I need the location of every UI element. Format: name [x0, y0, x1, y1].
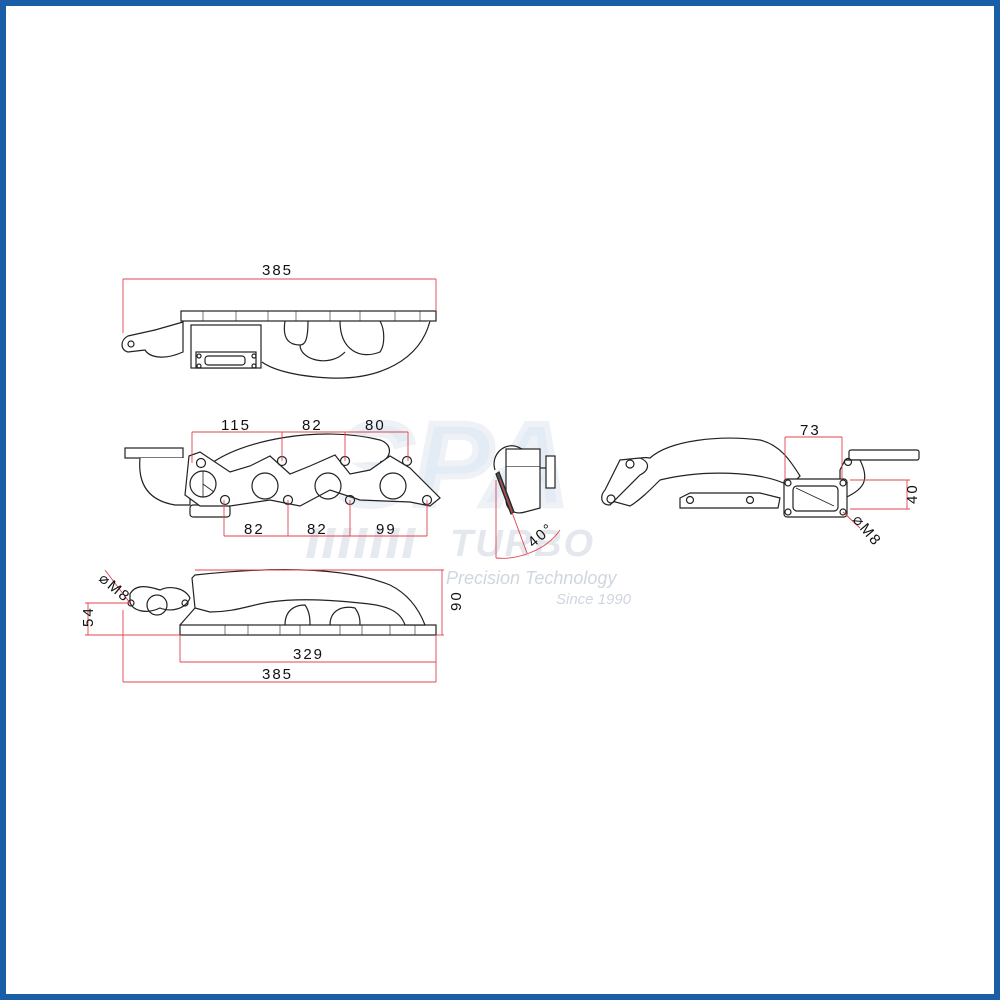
front-view-dimensions: 115 82 80 82 82 99 — [191, 417, 428, 538]
side-flange-length-label: 329 — [293, 646, 324, 663]
front-view — [124, 433, 441, 518]
watermark-turbo: TURBO — [450, 523, 595, 565]
top-view — [121, 310, 437, 379]
front-dim-bottom-2: 82 — [307, 521, 328, 538]
side-total-height-label: 90 — [448, 590, 465, 611]
watermark-stripes — [306, 528, 416, 558]
turbo-flange-view — [601, 437, 920, 518]
flange-bolt-label: ⌀M8 — [849, 512, 885, 550]
top-view-dimension-385: 385 — [122, 262, 437, 333]
front-dim-top-3: 80 — [365, 417, 386, 434]
watermark-tagline: Precision Technology — [446, 568, 617, 588]
front-dim-top-1: 115 — [221, 417, 251, 434]
top-view-length-label: 385 — [262, 262, 293, 279]
front-dim-top-2: 82 — [302, 417, 323, 434]
front-dim-bottom-3: 99 — [376, 521, 397, 538]
flange-width-label: 73 — [800, 422, 821, 439]
side-view — [127, 569, 437, 636]
front-dim-bottom-1: 82 — [244, 521, 265, 538]
side-outlet-height-label: 54 — [80, 606, 97, 627]
watermark-since: Since 1990 — [556, 591, 632, 608]
flange-height-label: 40 — [904, 483, 921, 504]
side-overall-length-label: 385 — [262, 666, 293, 683]
